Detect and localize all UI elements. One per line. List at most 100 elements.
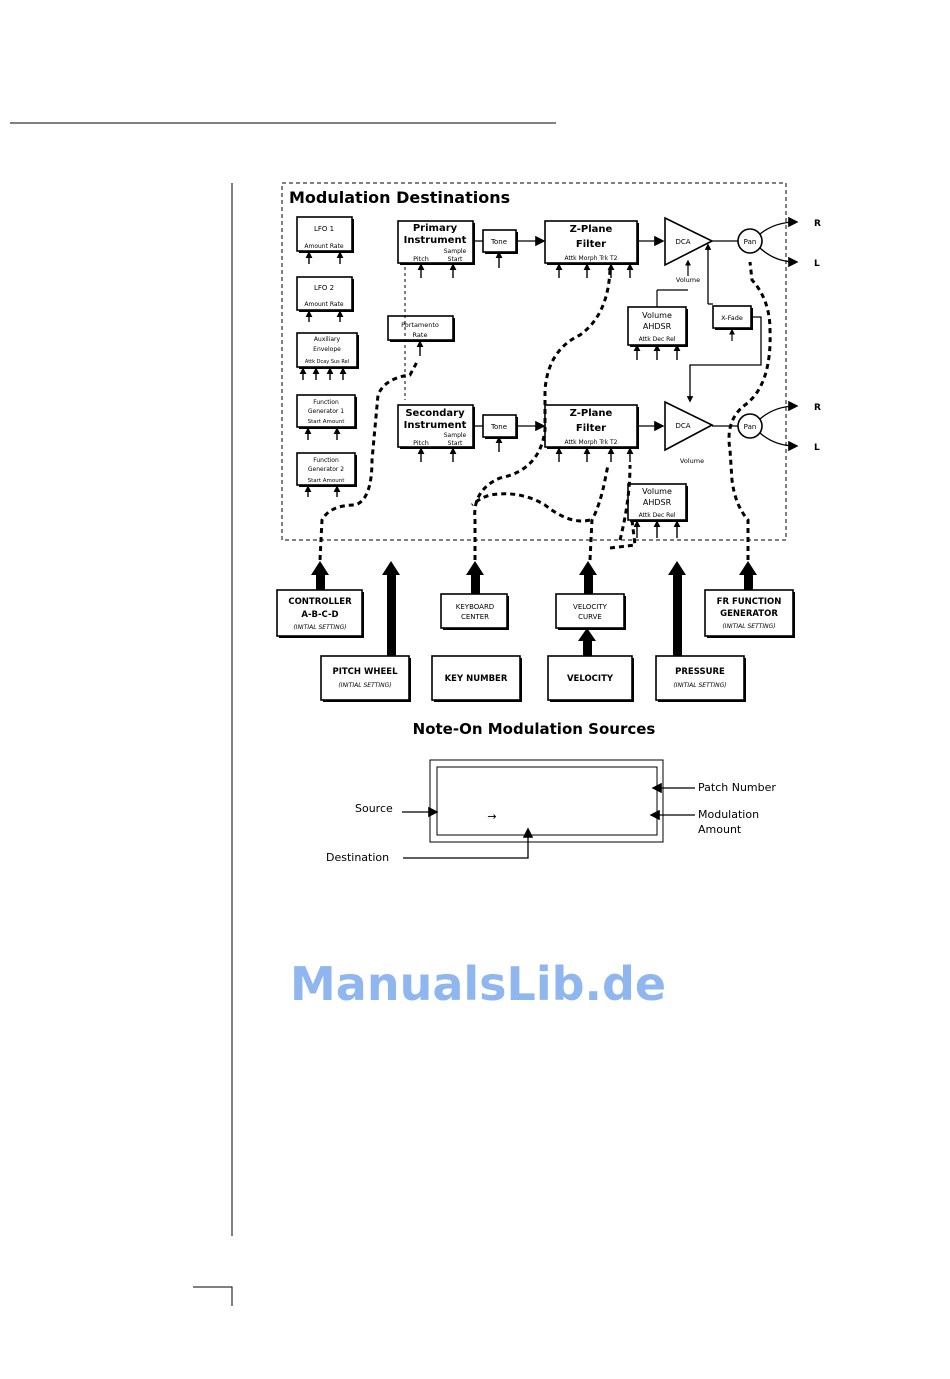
svg-text:Portamento: Portamento xyxy=(401,321,439,329)
svg-text:Amount Rate: Amount Rate xyxy=(304,301,344,308)
volume-label-2: Volume xyxy=(680,457,704,465)
lfo2-block: LFO 2 Amount Rate xyxy=(296,276,354,312)
svg-text:Generator 2: Generator 2 xyxy=(308,466,344,473)
chain-input-arrows xyxy=(416,251,681,538)
svg-text:X-Fade: X-Fade xyxy=(721,314,743,322)
destinations-frame xyxy=(281,182,787,541)
svg-text:LFO 2: LFO 2 xyxy=(314,284,334,292)
pan-1: Pan xyxy=(737,228,763,254)
svg-text:CONTROLLER: CONTROLLER xyxy=(288,597,352,607)
svg-text:(INITIAL SETTING): (INITIAL SETTING) xyxy=(673,682,726,689)
svg-text:KEY NUMBER: KEY NUMBER xyxy=(445,674,508,684)
svg-text:LFO 1: LFO 1 xyxy=(314,225,334,233)
svg-text:DCA: DCA xyxy=(675,422,690,430)
svg-text:Volume: Volume xyxy=(642,487,672,496)
svg-text:PITCH WHEEL: PITCH WHEEL xyxy=(332,667,398,677)
svg-text:Auxiliary: Auxiliary xyxy=(314,336,341,343)
tone-block-2: Tone xyxy=(482,414,518,439)
out-l-1: L xyxy=(814,259,820,269)
primary-instrument-block: Primary Instrument Sample Pitch Start xyxy=(397,220,475,265)
source-key-number: KEY NUMBER xyxy=(431,655,522,702)
svg-text:Pan: Pan xyxy=(744,423,757,431)
source-label: Source xyxy=(355,802,393,815)
svg-text:Attk Dec Rel: Attk Dec Rel xyxy=(639,336,676,343)
svg-text:VELOCITY: VELOCITY xyxy=(567,674,614,684)
svg-text:Rate: Rate xyxy=(413,331,428,339)
svg-text:Start Amount: Start Amount xyxy=(308,419,346,425)
svg-text:VELOCITY: VELOCITY xyxy=(573,603,608,611)
svg-text:(INITIAL SETTING): (INITIAL SETTING) xyxy=(338,682,391,689)
module-input-arrows xyxy=(299,251,347,497)
svg-text:AHDSR: AHDSR xyxy=(643,498,672,507)
out-r-2: R xyxy=(814,403,821,413)
display-callouts xyxy=(402,782,695,859)
svg-text:Sample: Sample xyxy=(444,432,467,439)
destination-label: Destination xyxy=(326,851,389,864)
secondary-instrument-block: Secondary Instrument Sample Pitch Start xyxy=(397,404,475,449)
secondary-signal-path xyxy=(473,400,799,452)
footer-rule xyxy=(193,1286,233,1306)
lfo1-block: LFO 1 Amount Rate xyxy=(296,216,354,253)
source-velocity: VELOCITY xyxy=(547,655,634,702)
svg-text:AHDSR: AHDSR xyxy=(643,322,672,331)
svg-text:PRESSURE: PRESSURE xyxy=(675,667,725,677)
function-generator-1-block: Function Generator 1 Start Amount xyxy=(296,394,357,429)
svg-text:Attk Morph Trk T2: Attk Morph Trk T2 xyxy=(564,439,617,446)
svg-text:CENTER: CENTER xyxy=(461,613,489,621)
svg-text:Amount Rate: Amount Rate xyxy=(304,243,344,250)
svg-text:Tone: Tone xyxy=(490,238,507,246)
diagram-title: Modulation Destinations xyxy=(289,188,510,207)
svg-text:Volume: Volume xyxy=(642,311,672,320)
svg-text:Attk Dcay Sus Rel: Attk Dcay Sus Rel xyxy=(305,359,349,365)
source-velocity-curve: VELOCITY CURVE xyxy=(555,593,626,630)
svg-text:Instrument: Instrument xyxy=(404,420,467,431)
lcd-display: → xyxy=(429,759,664,843)
svg-text:Start: Start xyxy=(448,256,463,263)
svg-text:Pitch: Pitch xyxy=(413,255,429,263)
mod-amount-label-2: Amount xyxy=(698,823,742,836)
svg-text:Start Amount: Start Amount xyxy=(308,478,346,484)
source-pitch-wheel: PITCH WHEEL (INITIAL SETTING) xyxy=(320,655,411,702)
svg-text:KEYBOARD: KEYBOARD xyxy=(456,603,494,611)
svg-text:A-B-C-D: A-B-C-D xyxy=(301,610,338,620)
svg-text:(INITIAL SETTING): (INITIAL SETTING) xyxy=(293,624,346,631)
volume-label-1: Volume xyxy=(676,276,700,284)
aux-envelope-block: Auxiliary Envelope Attk Dcay Sus Rel xyxy=(296,332,359,369)
svg-text:Pitch: Pitch xyxy=(413,439,429,447)
out-r-1: R xyxy=(814,219,821,229)
svg-text:Filter: Filter xyxy=(576,239,606,250)
svg-text:Z-Plane: Z-Plane xyxy=(570,408,613,419)
dca-2: DCA xyxy=(664,400,714,452)
watermark: ManualsLib.de xyxy=(290,957,666,1011)
svg-text:Secondary: Secondary xyxy=(405,408,465,419)
svg-text:Filter: Filter xyxy=(576,423,606,434)
svg-text:FR FUNCTION: FR FUNCTION xyxy=(717,597,782,607)
dca-1: DCA xyxy=(664,216,714,267)
z-plane-filter-block-1: Z-Plane Filter Attk Morph Trk T2 xyxy=(544,220,639,265)
svg-text:Start: Start xyxy=(448,440,463,447)
svg-text:Sample: Sample xyxy=(444,248,467,255)
volume-ahdsr-block-1: Volume AHDSR Attk Dec Rel xyxy=(627,306,688,347)
source-keyboard-center: KEYBOARD CENTER xyxy=(440,593,509,630)
source-arrows xyxy=(311,561,757,656)
function-generator-2-block: Function Generator 2 Start Amount xyxy=(296,452,357,487)
source-controller: CONTROLLER A-B-C-D (INITIAL SETTING) xyxy=(276,589,364,638)
sources-caption: Note-On Modulation Sources xyxy=(413,720,656,738)
svg-text:(INITIAL SETTING): (INITIAL SETTING) xyxy=(722,623,775,630)
svg-text:Instrument: Instrument xyxy=(404,235,467,246)
x-fade-block: X-Fade xyxy=(712,305,753,330)
svg-text:Attk Dec Rel: Attk Dec Rel xyxy=(639,512,676,519)
svg-text:DCA: DCA xyxy=(675,238,690,246)
svg-text:Function: Function xyxy=(313,399,339,406)
svg-text:Envelope: Envelope xyxy=(313,346,341,353)
svg-text:CURVE: CURVE xyxy=(578,613,602,621)
source-pressure: PRESSURE (INITIAL SETTING) xyxy=(655,655,746,702)
svg-text:Generator 1: Generator 1 xyxy=(308,408,344,415)
z-plane-filter-block-2: Z-Plane Filter Attk Morph Trk T2 xyxy=(544,404,639,449)
mod-amount-label-1: Modulation xyxy=(698,808,759,821)
svg-text:Attk Morph Trk T2: Attk Morph Trk T2 xyxy=(564,255,617,262)
patch-number-label: Patch Number xyxy=(698,781,776,794)
svg-text:→: → xyxy=(487,810,496,823)
svg-text:Function: Function xyxy=(313,457,339,464)
svg-text:Primary: Primary xyxy=(413,223,458,234)
